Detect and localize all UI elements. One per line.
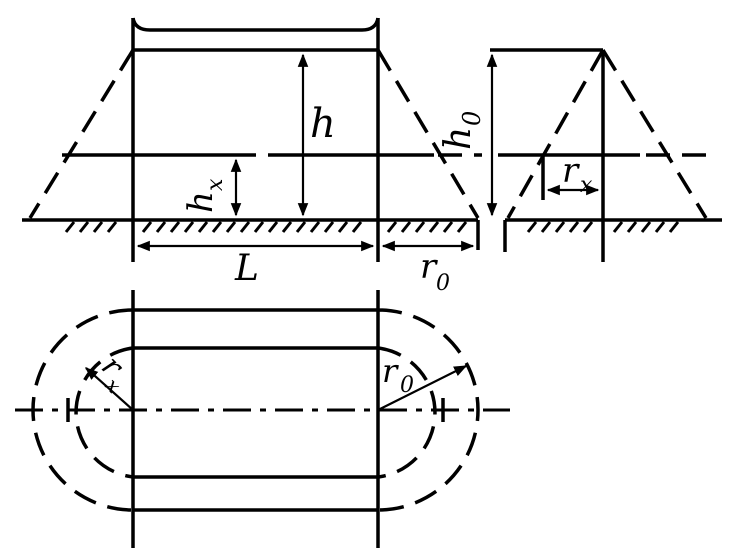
right-envelope	[376, 49, 480, 219]
label-r0: r 0	[420, 247, 450, 296]
outer-right-arc	[377, 308, 480, 512]
plan-r0-radius	[377, 365, 468, 411]
front-elevation: h h x L r 0	[22, 17, 482, 296]
label-hx: h x	[181, 178, 228, 213]
svg-text:0: 0	[436, 271, 450, 296]
side-right-envelope	[601, 49, 708, 219]
svg-text:h: h	[181, 191, 221, 213]
svg-text:r: r	[420, 247, 438, 287]
svg-text:r: r	[382, 352, 399, 390]
label-plan-rx: r x	[94, 349, 130, 398]
svg-text:x: x	[580, 173, 593, 198]
plan-view: r x r 0	[15, 290, 510, 548]
inner-left-arc	[74, 346, 134, 479]
label-h: h	[310, 101, 336, 147]
side-elevation: h 0 r x	[438, 48, 722, 262]
svg-text:r: r	[562, 151, 580, 191]
ground-hatching	[64, 221, 468, 233]
svg-text:0: 0	[400, 373, 414, 398]
side-left-envelope	[506, 49, 605, 219]
top-brace	[131, 17, 380, 32]
label-plan-r0: r 0	[382, 352, 414, 398]
left-envelope	[28, 49, 135, 219]
outer-left-arc	[31, 308, 134, 512]
label-rx: r x	[562, 151, 593, 198]
svg-text:x: x	[203, 178, 228, 191]
svg-text:h: h	[438, 127, 479, 150]
plan-rx-radius	[85, 367, 134, 411]
side-ground-hatching	[526, 221, 680, 233]
svg-text:0: 0	[458, 111, 486, 126]
label-h0: h 0	[438, 111, 486, 150]
inner-right-arc	[377, 346, 437, 479]
label-L: L	[234, 248, 259, 289]
